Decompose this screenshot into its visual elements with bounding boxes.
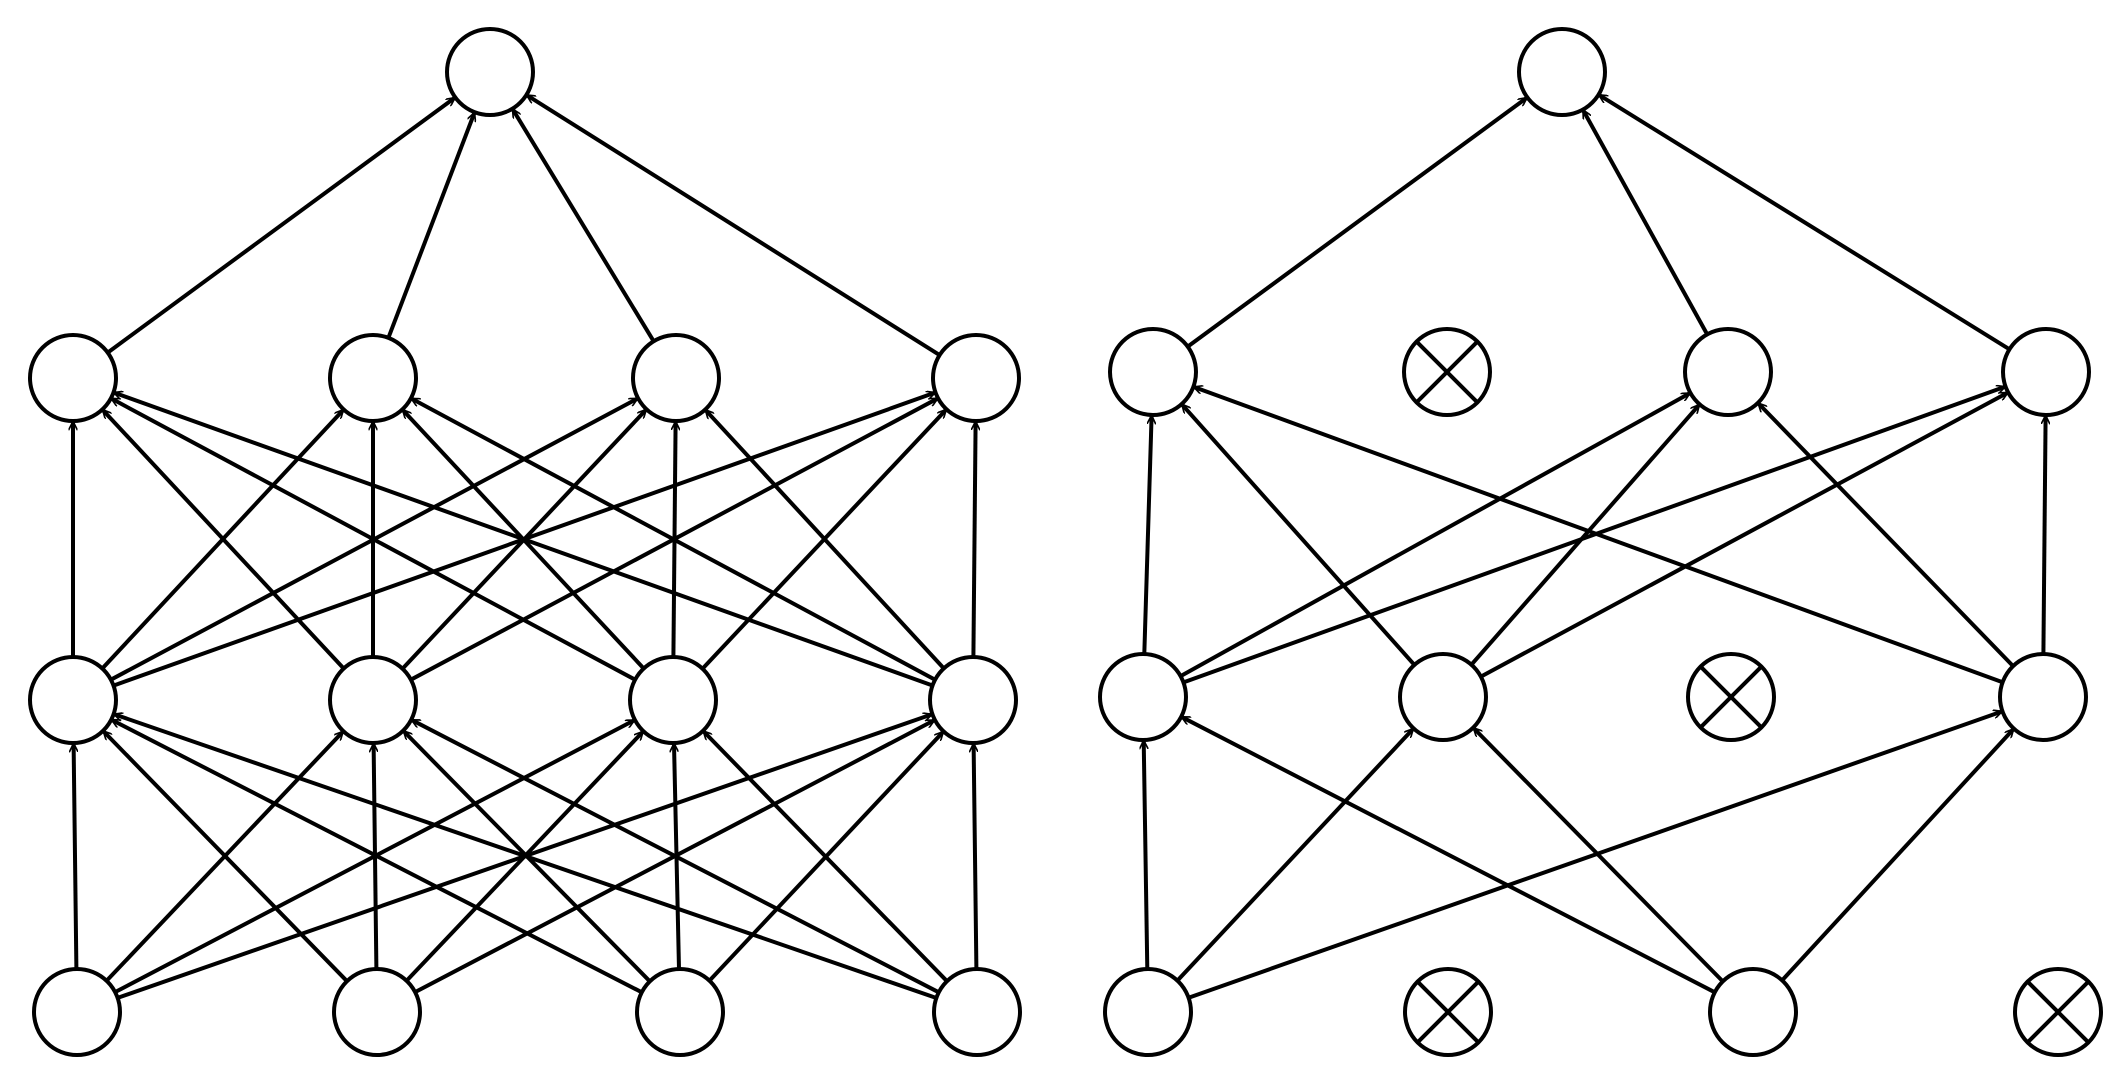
neuron-unit: [1517, 27, 1607, 117]
neuron-unit: [32, 967, 122, 1057]
connection-arrow: [1759, 404, 2015, 668]
connection-arrow: [1479, 391, 2007, 679]
neuron-unit: [328, 333, 418, 423]
neuron-unit: [1683, 327, 1773, 417]
dropped-unit-cross-icon: [1415, 979, 1481, 1045]
connection-arrow: [1144, 741, 1150, 970]
connection-arrow: [104, 732, 349, 983]
connection-arrow: [706, 410, 946, 670]
connection-arrow: [973, 422, 975, 658]
connection-arrow: [1179, 391, 1690, 678]
connection-arrow: [386, 113, 474, 339]
neuron-unit: [332, 967, 422, 1057]
connection-arrow: [1474, 728, 1725, 983]
neuron-unit: [932, 967, 1022, 1057]
connection-arrow: [412, 718, 940, 995]
neuron-unit: [328, 655, 418, 745]
dropped-unit-cross-icon: [2025, 979, 2091, 1045]
connection-arrow: [103, 410, 346, 670]
neuron-unit: [1398, 652, 1488, 742]
neuron-unit: [1708, 967, 1798, 1057]
thinned-net-after-dropout-panel: [1098, 27, 2103, 1057]
neuron-unit: [635, 967, 725, 1057]
dropped-unit-cross-icon: [1414, 339, 1480, 405]
connection-arrow: [1182, 405, 1416, 667]
connection-arrow: [511, 110, 656, 343]
neuron-unit: [2001, 327, 2091, 417]
neuron-unit: [1998, 652, 2088, 742]
neuron-unit: [928, 655, 1018, 745]
connection-arrow: [1599, 93, 2011, 352]
connection-arrow: [1581, 111, 1709, 336]
connection-arrow: [106, 96, 455, 355]
connection-arrow: [412, 397, 937, 682]
neuron-unit: [931, 333, 1021, 423]
neuron-unit: [1108, 327, 1198, 417]
connection-arrow: [1142, 416, 1151, 655]
neuron-unit: [28, 655, 118, 745]
neuron-unit: [445, 27, 535, 117]
connection-arrow: [114, 393, 934, 688]
connection-arrow: [1469, 405, 1699, 667]
neuron-unit: [628, 655, 718, 745]
neuron-unit: [1098, 652, 1188, 742]
neuron-unit: [28, 333, 118, 423]
neuron-unit: [631, 333, 721, 423]
neuron-unit: [1103, 967, 1193, 1057]
connection-arrow: [112, 397, 637, 682]
connection-arrow: [1182, 715, 1716, 995]
connection-arrow: [74, 744, 79, 970]
connection-arrow: [115, 714, 938, 1000]
connection-arrow: [527, 93, 941, 357]
connection-arrow: [1186, 96, 1527, 349]
connection-arrow: [112, 718, 643, 995]
connection-arrow: [2043, 416, 2045, 655]
connection-arrow: [974, 744, 979, 970]
standard-neural-net-panel: [28, 27, 1022, 1057]
connection-arrow: [1175, 729, 1413, 982]
dropped-unit-cross-icon: [1698, 664, 1764, 730]
connection-arrow: [704, 732, 949, 983]
connection-arrow: [1194, 387, 2004, 685]
connection-arrow: [1780, 729, 2013, 982]
connection-arrow: [1187, 712, 2002, 1000]
